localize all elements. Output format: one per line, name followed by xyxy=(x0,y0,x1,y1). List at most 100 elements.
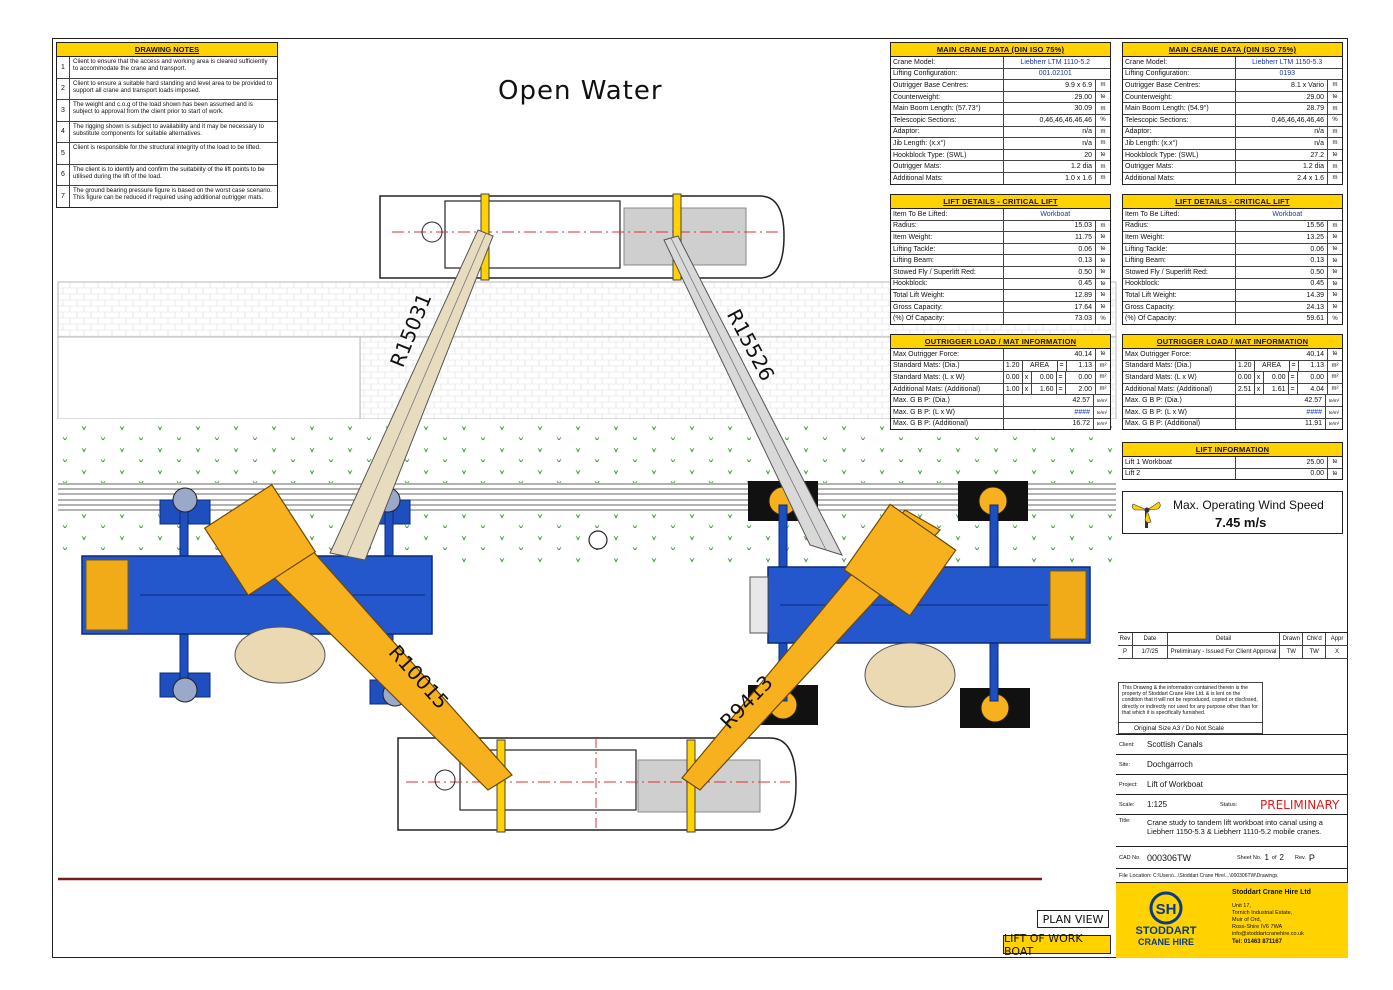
mat-a: 1.20 xyxy=(1004,360,1023,372)
detail-col: Detail xyxy=(1168,633,1281,645)
mat-result: 2.00 xyxy=(1066,383,1096,395)
row-label: Max Outrigger Force: xyxy=(891,349,1004,360)
sheet-total: 2 xyxy=(1279,853,1284,862)
row-unit: m xyxy=(1100,82,1106,89)
row-label: Lifting Configuration: xyxy=(1123,68,1236,80)
row-value: 0193 xyxy=(1279,70,1296,78)
company-email[interactable]: info@stoddartcranehire.co.uk xyxy=(1232,931,1304,937)
anemometer-icon xyxy=(1132,501,1161,528)
row-label: Standard Mats: (L x W) xyxy=(1123,372,1236,383)
row-label: Hookblock Type: (SWL) xyxy=(891,149,1004,161)
date-cell: 1/7/25 xyxy=(1133,646,1168,658)
site-label: Site: xyxy=(1119,761,1131,768)
company-address-2: Tornich Industrial Estate, xyxy=(1232,910,1293,916)
mat-result: 0.00 xyxy=(1298,372,1328,383)
mat-result: 0.00 xyxy=(1066,372,1096,383)
row-unit: te xyxy=(1332,292,1338,299)
sheet-number: 1 xyxy=(1264,853,1269,862)
row-value: 29.00 xyxy=(1004,91,1096,103)
scale-status-row: Scale: 1:125 Status: PRELIMINARY xyxy=(1116,794,1348,814)
row-unit: m xyxy=(1332,222,1338,229)
row-unit: m xyxy=(1100,175,1106,182)
project-value: Lift of Workboat xyxy=(1147,780,1203,789)
client-row: Client: Scottish Canals xyxy=(1116,734,1348,754)
data-row: Crane Model:Liebherr LTM 1110-5.2 xyxy=(891,57,1110,69)
row-value: 0.00 xyxy=(1236,468,1328,480)
lift-of-work-boat-label: LIFT OF WORK BOAT xyxy=(1003,932,1111,958)
note-number: 3 xyxy=(57,100,70,121)
row-value: 0.50 xyxy=(1004,266,1096,278)
note-text: The ground bearing pressure figure is ba… xyxy=(73,187,272,202)
row-label: Stowed Fly / Superlift Red: xyxy=(1123,266,1236,278)
row-value: 15.03 xyxy=(1004,220,1096,232)
project-row: Project: Lift of Workboat xyxy=(1116,774,1348,794)
row-unit: m xyxy=(1100,222,1106,229)
note-text: Client to ensure a suitable hard standin… xyxy=(73,79,273,94)
scale-value: 1:125 xyxy=(1147,800,1168,809)
note-text: Client to ensure that the access and wor… xyxy=(73,58,268,73)
row-value: 11.91 xyxy=(1236,418,1326,430)
row-value: 29.00 xyxy=(1236,91,1328,103)
mat-a: 0.00 xyxy=(1236,372,1255,383)
row-value: 0,46,46,46,46,46 xyxy=(1236,114,1328,126)
lift-info-header: LIFT INFORMATION xyxy=(1123,443,1342,457)
row-label: Max. G B P: (Dia.) xyxy=(1123,395,1236,406)
row-value: 0,46,46,46,46,46 xyxy=(1004,114,1096,126)
row-value: 30.09 xyxy=(1004,103,1096,114)
row-label: Max Outrigger Force: xyxy=(1123,349,1236,360)
crane2-lift-table: LIFT DETAILS - CRITICAL LIFT Item To Be … xyxy=(1122,194,1343,325)
wind-speed-value: 7.45 m/s xyxy=(1215,515,1267,530)
row-unit: m xyxy=(1332,105,1338,112)
note-text: The weight and c.o.g of the load shown h… xyxy=(73,101,253,116)
client-label: Client: xyxy=(1119,741,1135,748)
row-label: Jib Length: (x.x°) xyxy=(1123,138,1236,149)
row-label: Item Weight: xyxy=(891,232,1004,243)
row-value: 12.89 xyxy=(1004,290,1096,301)
note-number: 1 xyxy=(57,57,70,78)
row-value: Liebherr LTM 1150-5.3 xyxy=(1252,58,1323,66)
row-label: Item To Be Lifted: xyxy=(1123,209,1236,220)
logo-initials: SH xyxy=(1156,901,1177,918)
row-unit: te xyxy=(1332,269,1338,276)
row-label: Counterweight: xyxy=(1123,91,1236,103)
mat-result: 1.13 xyxy=(1067,360,1096,372)
row-label: Lifting Beam: xyxy=(891,255,1004,266)
row-unit: % xyxy=(1332,117,1338,124)
row-value: 1.2 dia xyxy=(1236,161,1328,172)
row-unit: m² xyxy=(1099,374,1107,381)
note-number: 5 xyxy=(57,143,70,164)
note-number: 2 xyxy=(57,78,70,99)
title-value: Crane study to tandem lift workboat into… xyxy=(1147,818,1323,836)
row-unit: te xyxy=(1332,246,1338,253)
crane2-lift-header: LIFT DETAILS - CRITICAL LIFT xyxy=(1123,195,1342,209)
site-row: Site: Dochgarroch xyxy=(1116,754,1348,774)
title-row: Title: Crane study to tandem lift workbo… xyxy=(1116,814,1348,846)
row-unit: m² xyxy=(1099,386,1107,393)
cad-label: CAD No. xyxy=(1119,854,1141,861)
row-unit: te xyxy=(1100,257,1106,264)
drawing-frame xyxy=(52,38,1348,958)
row-value: 28.79 xyxy=(1236,103,1328,114)
row-unit: te/m² xyxy=(1096,409,1108,415)
row-label: Additional Mats: (Additional) xyxy=(1123,383,1236,395)
crane2-main-header: MAIN CRANE DATA (DIN ISO 75%) xyxy=(1123,43,1342,57)
note-text: The client is to identify and confirm th… xyxy=(73,165,265,180)
company-block: SH STODDART CRANE HIRE Stoddart Crane Hi… xyxy=(1116,882,1348,958)
note-number: 6 xyxy=(57,164,70,185)
row-label: Max. G B P: (Dia.) xyxy=(891,395,1004,406)
